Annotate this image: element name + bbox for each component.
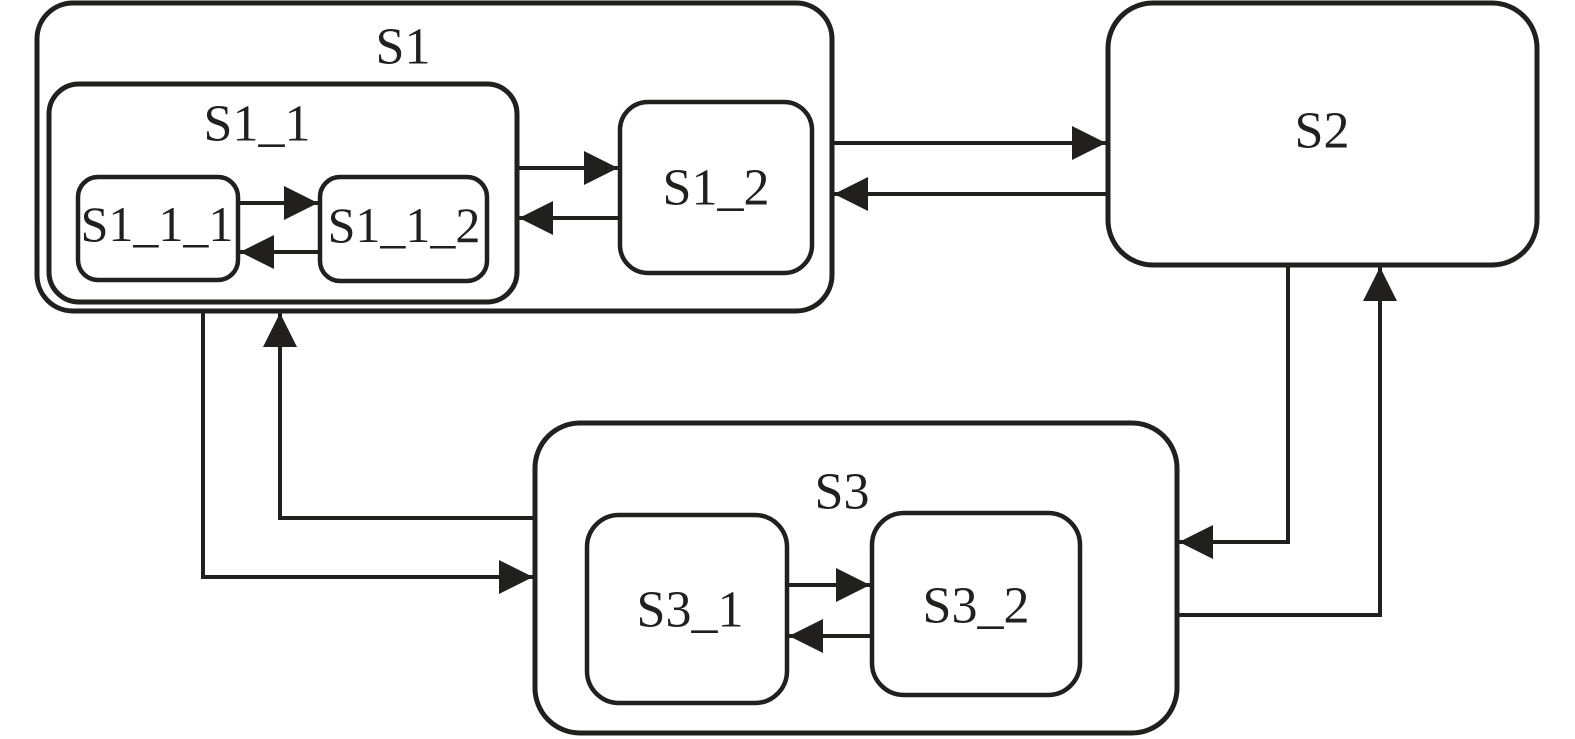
- state-s3-1-box: [584, 512, 790, 706]
- state-s3-2-box: [869, 510, 1083, 698]
- state-s1-2-box: [617, 99, 815, 276]
- state-s1-1-label: S1_1: [204, 96, 311, 153]
- transition-s1-to-s3: [201, 311, 533, 594]
- state-s1-2-label: S1_2: [663, 160, 770, 217]
- state-s1-1-2-box: [317, 174, 490, 284]
- state-s1-1-1-box: [75, 174, 241, 283]
- state-s3-1-label: S3_1: [637, 582, 744, 639]
- state-s1-1-1-label: S1_1_1: [81, 196, 234, 252]
- transition-s3-to-s2: [1177, 267, 1397, 617]
- transition-s2-to-s3: [1179, 266, 1290, 559]
- state-s2-label: S2: [1295, 103, 1350, 160]
- state-s3-2-label: S3_2: [923, 578, 1030, 635]
- state-s2-box: [1105, 0, 1540, 268]
- state-s1-1-2-label: S1_1_2: [328, 197, 481, 253]
- state-s3-label: S3: [815, 464, 870, 521]
- state-s1-label: S1: [376, 19, 431, 76]
- transition-s3-to-s1: [263, 313, 535, 520]
